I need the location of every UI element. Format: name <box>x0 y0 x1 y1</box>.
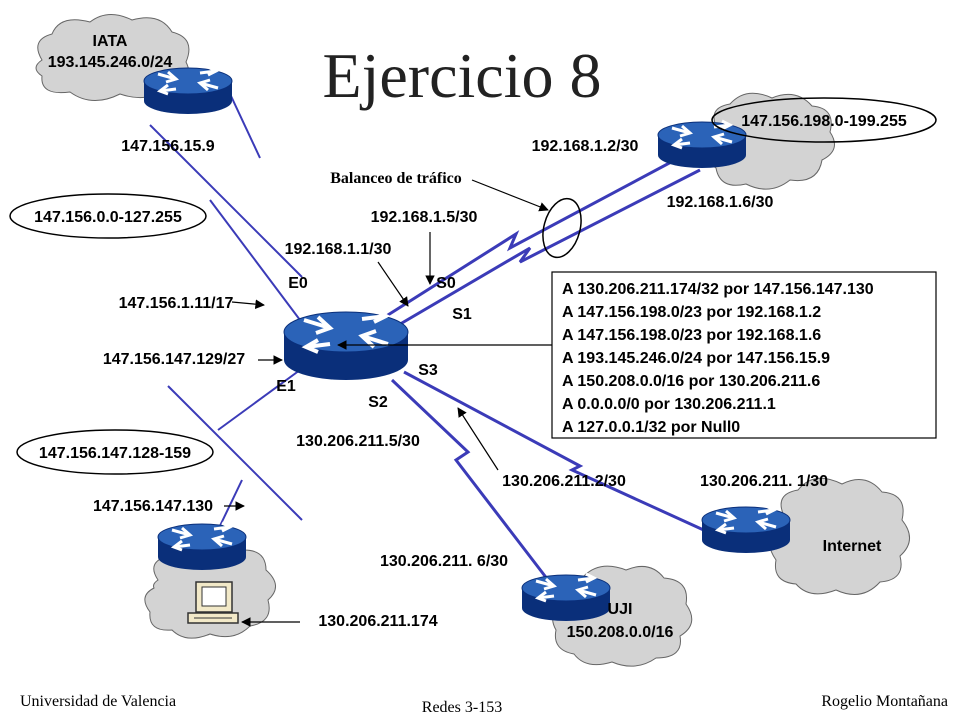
lan-e0-range-ellipse <box>9 193 207 239</box>
s3-ip: 130.206.211.2/30 <box>502 473 626 490</box>
s2-link <box>390 378 550 581</box>
interface-s0-label: S0 <box>436 275 456 292</box>
route-entry: A 130.206.211.174/32 por 147.156.147.130 <box>562 281 874 298</box>
interface-s3-label: S3 <box>418 362 438 379</box>
s1-ip: 192.168.1.1/30 <box>285 241 392 258</box>
iata-router-ip: 147.156.15.9 <box>121 138 215 155</box>
iata-router <box>142 65 234 116</box>
s1-link <box>389 168 701 332</box>
uji-cloud-network: 150.208.0.0/16 <box>567 624 674 641</box>
lan-e0-segment <box>149 124 303 278</box>
s3-link <box>403 370 709 534</box>
lan-e0-range: 147.156.0.0-127.255 <box>34 209 182 226</box>
interface-e1-label: E1 <box>276 378 296 395</box>
uji-cloud-name: UJI <box>608 601 633 618</box>
iata-router-drop <box>230 95 261 159</box>
route-entry: A 147.156.198.0/23 por 192.168.1.6 <box>562 327 821 344</box>
slide-title: Ejercicio 8 <box>323 40 602 111</box>
route-entry: A 193.145.246.0/24 por 147.156.15.9 <box>562 350 830 367</box>
computer-icon <box>187 581 239 624</box>
footer-university: Universidad de Valencia <box>20 693 176 710</box>
lan-e1-range-ellipse <box>16 429 214 475</box>
footer-slide-number: Redes 3-153 <box>422 699 502 716</box>
remote-router <box>656 119 748 170</box>
route-entry: A 147.156.198.0/23 por 192.168.1.2 <box>562 304 821 321</box>
internet-ip: 130.206.211. 1/30 <box>700 473 828 490</box>
arrow-s1-ip <box>377 261 409 307</box>
route-entry: A 127.0.0.1/32 por Null0 <box>562 419 740 436</box>
interface-s2-label: S2 <box>368 394 388 411</box>
arrow-balance <box>471 179 549 212</box>
s2-ip: 130.206.211.5/30 <box>296 433 420 450</box>
s0-ip: 192.168.1.5/30 <box>371 209 478 226</box>
remote1-ip: 192.168.1.2/30 <box>532 138 639 155</box>
route-entry: A 150.208.0.0/16 por 130.206.211.6 <box>562 373 820 390</box>
route-entry: A 0.0.0.0/0 por 130.206.211.1 <box>562 396 776 413</box>
arrow-e0-ip <box>231 299 265 309</box>
e1-link <box>217 369 301 431</box>
footer-author: Rogelio Montañana <box>821 693 948 710</box>
interface-e0-label: E0 <box>288 275 308 292</box>
host-ip: 130.206.211.174 <box>318 613 437 630</box>
e1-router-drop <box>217 479 243 531</box>
remote2-ip: 192.168.1.6/30 <box>667 194 774 211</box>
interface-s1-label: S1 <box>452 306 472 323</box>
e1-router <box>156 521 248 572</box>
s0-link <box>379 150 691 322</box>
e1-ip: 147.156.147.129/27 <box>103 351 245 368</box>
remote-range-ellipse <box>711 97 937 143</box>
iata-cloud-name: IATA <box>93 33 128 50</box>
internet-cloud <box>769 477 910 595</box>
balance-label: Balanceo de tráfico <box>330 170 462 187</box>
lan-e1-range: 147.156.147.128-159 <box>39 445 191 462</box>
internet-router <box>700 504 792 555</box>
arrow-s3-ip <box>457 407 499 471</box>
uji-ip: 130.206.211. 6/30 <box>380 553 508 570</box>
remote-range: 147.156.198.0-199.255 <box>741 113 907 130</box>
e0-ip: 147.156.1.11/17 <box>119 295 234 312</box>
e0-link <box>209 199 301 321</box>
iata-cloud-network: 193.145.246.0/24 <box>48 54 173 71</box>
internet-cloud-label: Internet <box>823 538 882 555</box>
routing-table: A 130.206.211.174/32 por 147.156.147.130… <box>551 271 937 439</box>
uji-router <box>520 572 612 623</box>
lan-e1-segment <box>167 385 303 521</box>
e1-router-ip: 147.156.147.130 <box>93 498 213 515</box>
balance-ellipse <box>542 197 582 259</box>
